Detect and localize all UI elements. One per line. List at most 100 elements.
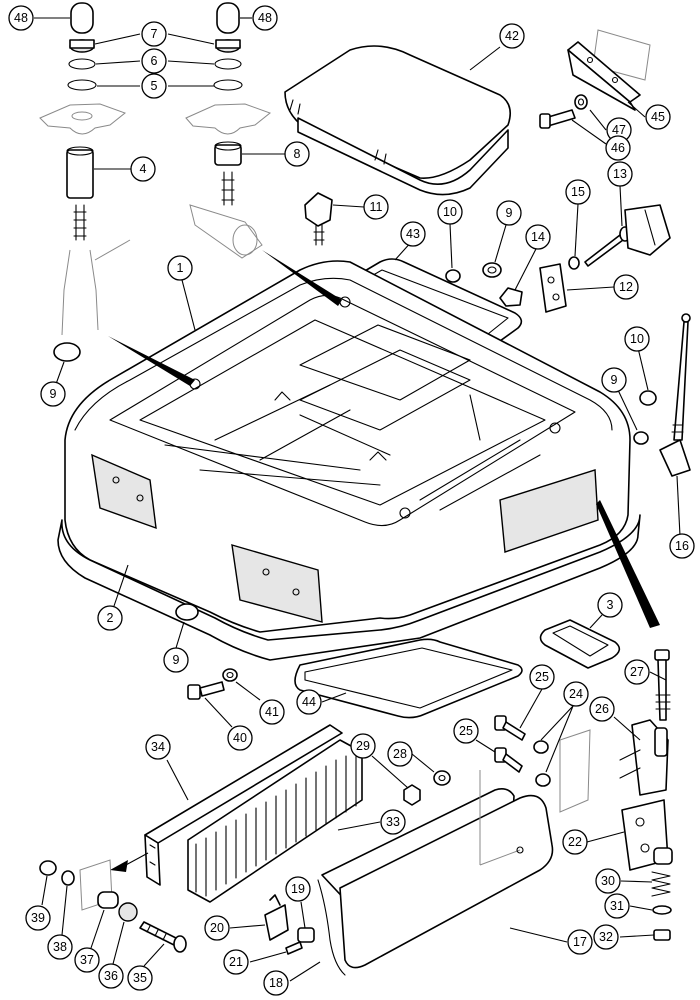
svg-text:40: 40 (233, 731, 247, 745)
cap-39 (39, 860, 57, 876)
callout-48: 48 (8, 5, 34, 31)
plate-12 (539, 263, 567, 313)
callout-35: 35 (127, 965, 153, 991)
svg-text:10: 10 (630, 332, 644, 346)
callout-43: 43 (400, 221, 426, 247)
callout-17: 17 (567, 929, 593, 955)
svg-text:4: 4 (140, 162, 147, 176)
svg-text:22: 22 (568, 835, 582, 849)
washer-31 (652, 905, 672, 915)
bushing-36 (118, 902, 138, 922)
callout-28: 28 (387, 741, 413, 767)
callout-8: 8 (284, 141, 310, 167)
svg-text:38: 38 (53, 940, 67, 954)
plug-9-lower (175, 603, 199, 621)
stud-19 (297, 927, 315, 943)
callout-12: 12 (613, 274, 639, 300)
callout-24: 24 (563, 681, 589, 707)
callout-27: 27 (624, 659, 650, 685)
svg-text:46: 46 (611, 141, 625, 155)
svg-text:27: 27 (630, 665, 644, 679)
roof-shell (57, 260, 641, 661)
pointer-wedges (108, 250, 660, 628)
callout-39: 39 (25, 905, 51, 931)
svg-text:28: 28 (393, 747, 407, 761)
callout-18: 18 (263, 970, 289, 996)
callout-41: 41 (259, 699, 285, 725)
hinge-26 (559, 719, 669, 813)
callout-26: 26 (589, 696, 615, 722)
spring-30 (651, 871, 671, 897)
svg-text:2: 2 (107, 611, 114, 625)
svg-text:31: 31 (610, 899, 624, 913)
callout-34: 34 (145, 734, 171, 760)
svg-text:9: 9 (506, 206, 513, 220)
screw-21 (285, 941, 303, 955)
callout-9: 9 (40, 381, 66, 407)
bolt-46-washer-47 (539, 94, 588, 129)
bolt-11 (304, 192, 333, 246)
callout-9: 9 (601, 367, 627, 393)
callout-6: 6 (141, 48, 167, 74)
callout-13: 13 (607, 161, 633, 187)
nut-29 (403, 784, 421, 806)
plug-9-left (53, 342, 81, 362)
callout-29: 29 (350, 733, 376, 759)
svg-text:10: 10 (443, 205, 457, 219)
svg-text:24: 24 (569, 687, 583, 701)
callout-45: 45 (645, 104, 671, 130)
callout-37: 37 (74, 947, 100, 973)
svg-text:41: 41 (265, 705, 279, 719)
svg-text:48: 48 (258, 11, 272, 25)
callout-9: 9 (163, 647, 189, 673)
callout-31: 31 (604, 893, 630, 919)
left-mount-stack (39, 2, 131, 336)
svg-text:17: 17 (573, 935, 587, 949)
bolt-25-upper (494, 715, 526, 741)
svg-text:18: 18 (269, 976, 283, 990)
svg-text:11: 11 (370, 200, 383, 214)
arrow-34 (110, 852, 149, 872)
frame-34 (144, 724, 343, 886)
callout-16: 16 (669, 533, 695, 559)
callout-7: 7 (141, 21, 167, 47)
svg-text:25: 25 (535, 670, 549, 684)
callout-38: 38 (47, 934, 73, 960)
callout-40: 40 (227, 725, 253, 751)
svg-text:13: 13 (613, 167, 627, 181)
callout-36: 36 (98, 963, 124, 989)
antenna-16 (659, 313, 691, 477)
callout-44: 44 (296, 689, 322, 715)
callout-19: 19 (285, 876, 311, 902)
svg-text:25: 25 (459, 724, 473, 738)
callout-46: 46 (605, 135, 631, 161)
callout-20: 20 (204, 915, 230, 941)
svg-text:36: 36 (104, 969, 118, 983)
svg-text:3: 3 (607, 598, 614, 612)
core-33 (187, 739, 363, 903)
callouts: 48 48 7 6 5 42 45 47 46 4 8 11 13 15 10 … (8, 5, 695, 996)
latch-20 (264, 894, 289, 941)
svg-text:42: 42 (505, 29, 519, 43)
washers-24 (533, 740, 551, 787)
bolt-35 (139, 921, 187, 953)
svg-text:16: 16 (675, 539, 689, 553)
access-lid (284, 45, 511, 196)
top-bracket (567, 29, 651, 111)
svg-text:15: 15 (571, 185, 585, 199)
callout-25: 25 (529, 664, 555, 690)
svg-text:7: 7 (151, 27, 158, 41)
nut-10-right (639, 390, 657, 406)
callout-22: 22 (562, 829, 588, 855)
svg-text:47: 47 (612, 123, 626, 137)
svg-text:37: 37 (80, 953, 94, 967)
nut-10-top (445, 269, 461, 283)
bolt-13-washer-15 (568, 226, 631, 270)
callout-2: 2 (97, 605, 123, 631)
washer-28 (433, 770, 451, 786)
callout-48: 48 (252, 5, 278, 31)
callout-21: 21 (223, 949, 249, 975)
callout-3: 3 (597, 592, 623, 618)
svg-text:29: 29 (356, 739, 370, 753)
svg-text:21: 21 (229, 955, 243, 969)
